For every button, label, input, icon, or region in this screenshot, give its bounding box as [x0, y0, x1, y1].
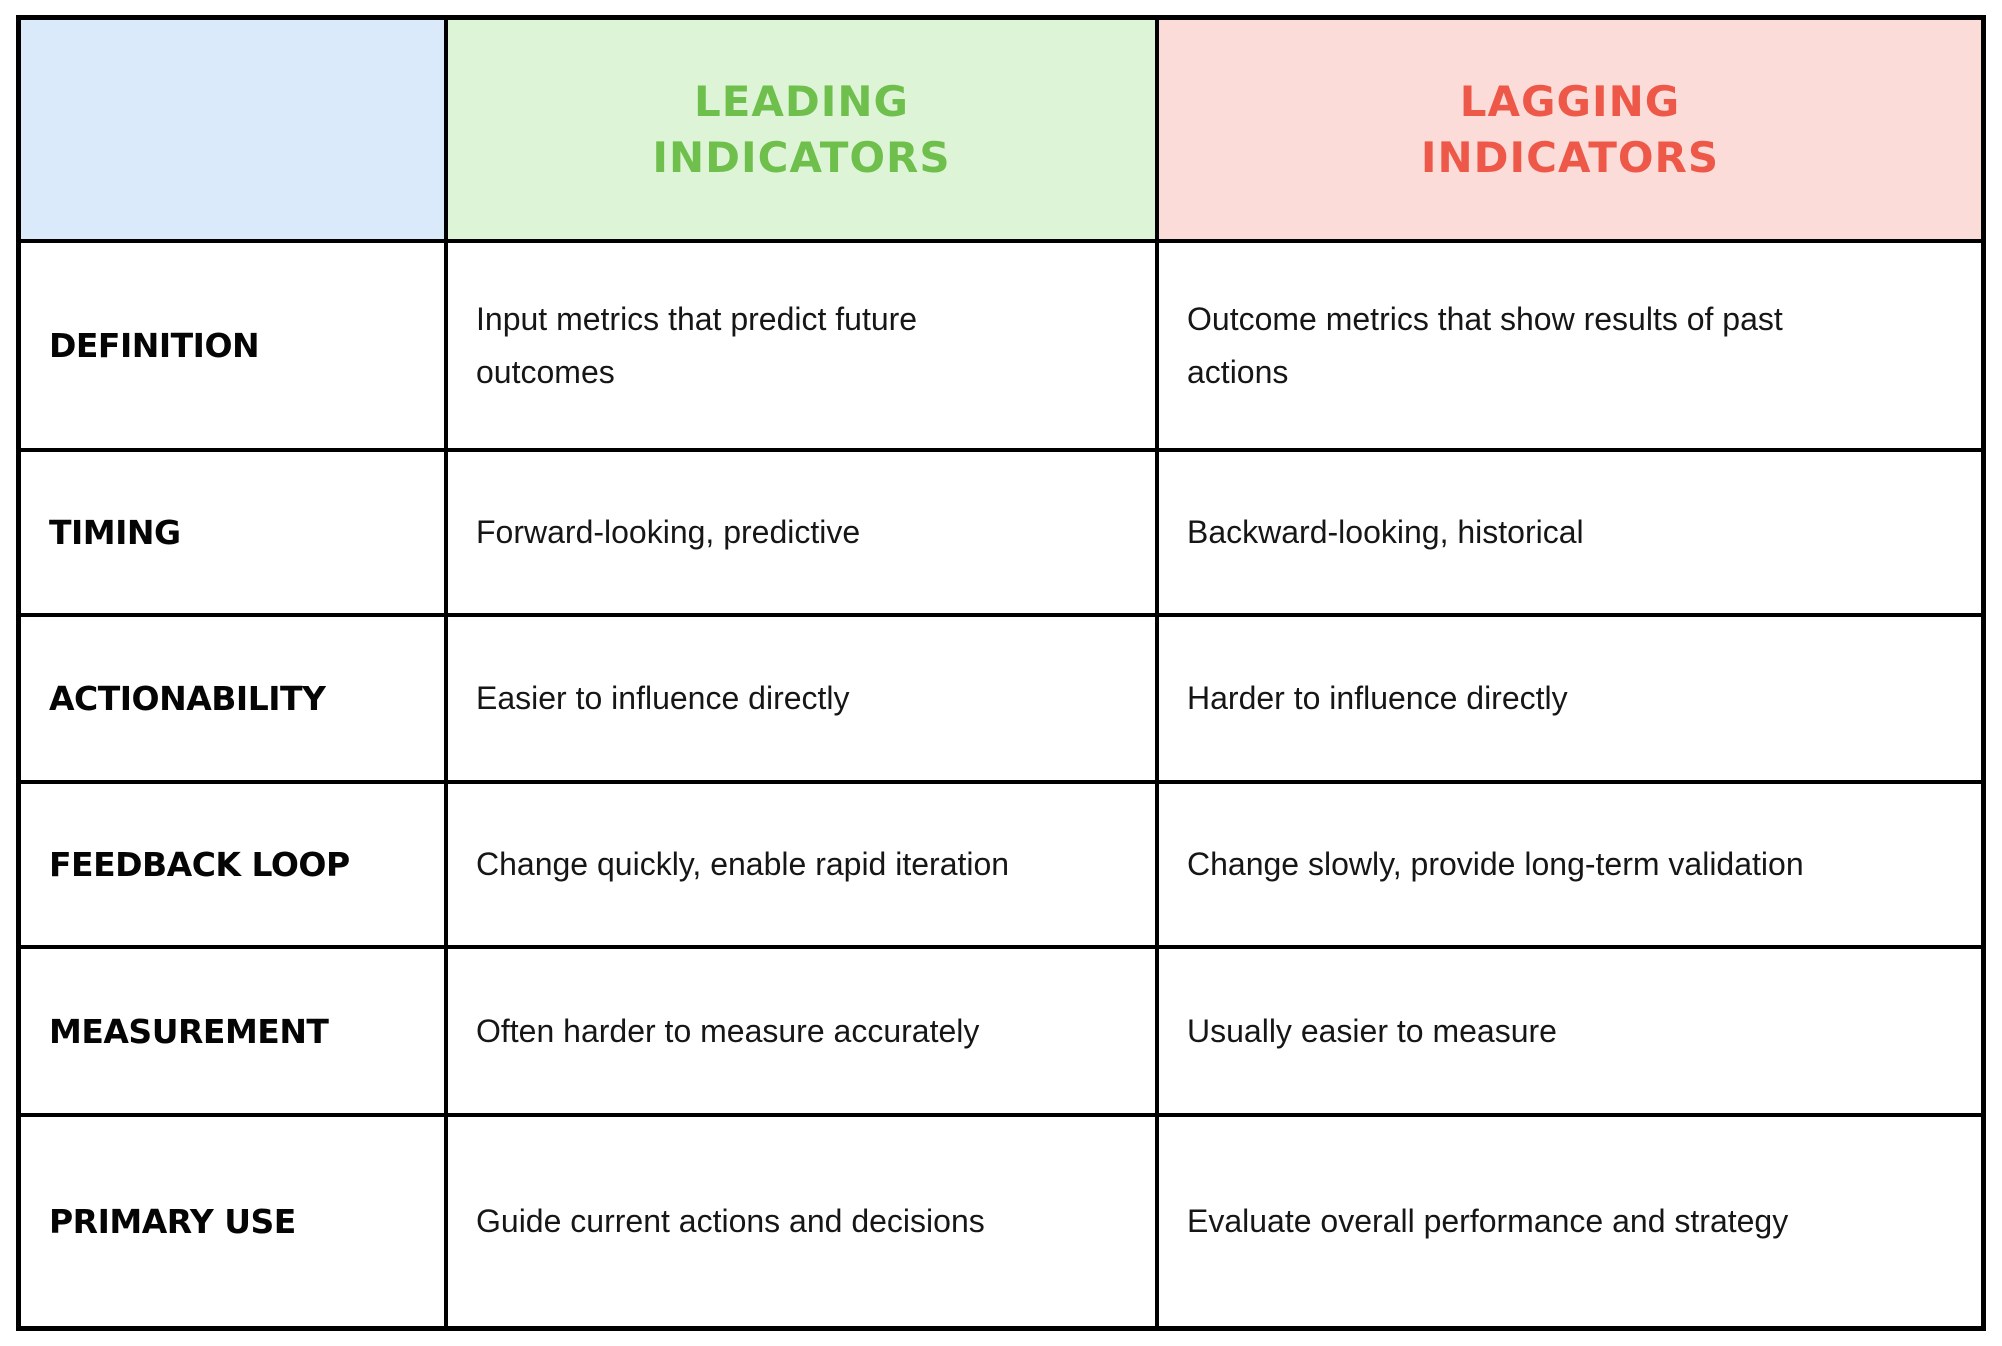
cell-timing-lagging-text: Backward-looking, historical	[1187, 514, 1584, 551]
cell-actionability-leading: Easier to influence directly	[448, 617, 1155, 780]
cell-definition-lagging-text: Outcome metrics that show results of pas…	[1187, 300, 1783, 390]
row-label-primary-use-text: PRIMARY USE	[49, 1202, 296, 1241]
row-label-primary-use: PRIMARY USE	[21, 1117, 444, 1326]
column-header-lagging: LAGGING INDICATORS	[1159, 20, 1981, 239]
cell-primary-use-lagging-text: Evaluate overall performance and strateg…	[1187, 1203, 1789, 1240]
column-header-leading-label: LEADING INDICATORS	[652, 77, 951, 182]
cell-timing-leading-text: Forward-looking, predictive	[476, 514, 861, 551]
row-label-measurement: MEASUREMENT	[21, 949, 444, 1113]
cell-actionability-lagging-text: Harder to influence directly	[1187, 680, 1568, 717]
cell-measurement-lagging: Usually easier to measure	[1159, 949, 1981, 1113]
row-label-definition: DEFINITION	[21, 243, 444, 448]
column-header-lagging-label: LAGGING INDICATORS	[1420, 77, 1720, 182]
row-label-timing-text: TIMING	[49, 513, 181, 552]
cell-primary-use-leading: Guide current actions and decisions	[448, 1117, 1155, 1326]
cell-measurement-lagging-text: Usually easier to measure	[1187, 1012, 1557, 1049]
cell-measurement-leading: Often harder to measure accurately	[448, 949, 1155, 1113]
cell-timing-lagging: Backward-looking, historical	[1159, 452, 1981, 613]
cell-feedback-loop-lagging-text: Change slowly, provide long-term validat…	[1187, 846, 1804, 883]
row-label-definition-text: DEFINITION	[49, 326, 260, 365]
cell-definition-leading: Input metrics that predict future outcom…	[448, 243, 1155, 448]
table-grid: LEADING INDICATORS LAGGING INDICATORS DE…	[16, 15, 1986, 1331]
cell-primary-use-leading-text: Guide current actions and decisions	[476, 1203, 985, 1240]
cell-feedback-loop-lagging: Change slowly, provide long-term validat…	[1159, 784, 1981, 945]
row-label-actionability: ACTIONABILITY	[21, 617, 444, 780]
row-label-feedback-loop: FEEDBACK LOOP	[21, 784, 444, 945]
cell-measurement-leading-text: Often harder to measure accurately	[476, 1012, 980, 1049]
cell-feedback-loop-leading: Change quickly, enable rapid iteration	[448, 784, 1155, 945]
corner-cell	[21, 20, 444, 239]
column-header-leading: LEADING INDICATORS	[448, 20, 1155, 239]
cell-timing-leading: Forward-looking, predictive	[448, 452, 1155, 613]
row-label-measurement-text: MEASUREMENT	[49, 1011, 329, 1051]
cell-definition-lagging: Outcome metrics that show results of pas…	[1159, 243, 1981, 448]
cell-actionability-lagging: Harder to influence directly	[1159, 617, 1981, 780]
cell-primary-use-lagging: Evaluate overall performance and strateg…	[1159, 1117, 1981, 1326]
row-label-timing: TIMING	[21, 452, 444, 613]
row-label-actionability-text: ACTIONABILITY	[49, 679, 326, 718]
row-label-feedback-loop-text: FEEDBACK LOOP	[49, 845, 350, 884]
cell-feedback-loop-leading-text: Change quickly, enable rapid iteration	[476, 846, 1010, 883]
cell-definition-leading-text: Input metrics that predict future outcom…	[476, 300, 918, 390]
cell-actionability-leading-text: Easier to influence directly	[476, 680, 850, 717]
